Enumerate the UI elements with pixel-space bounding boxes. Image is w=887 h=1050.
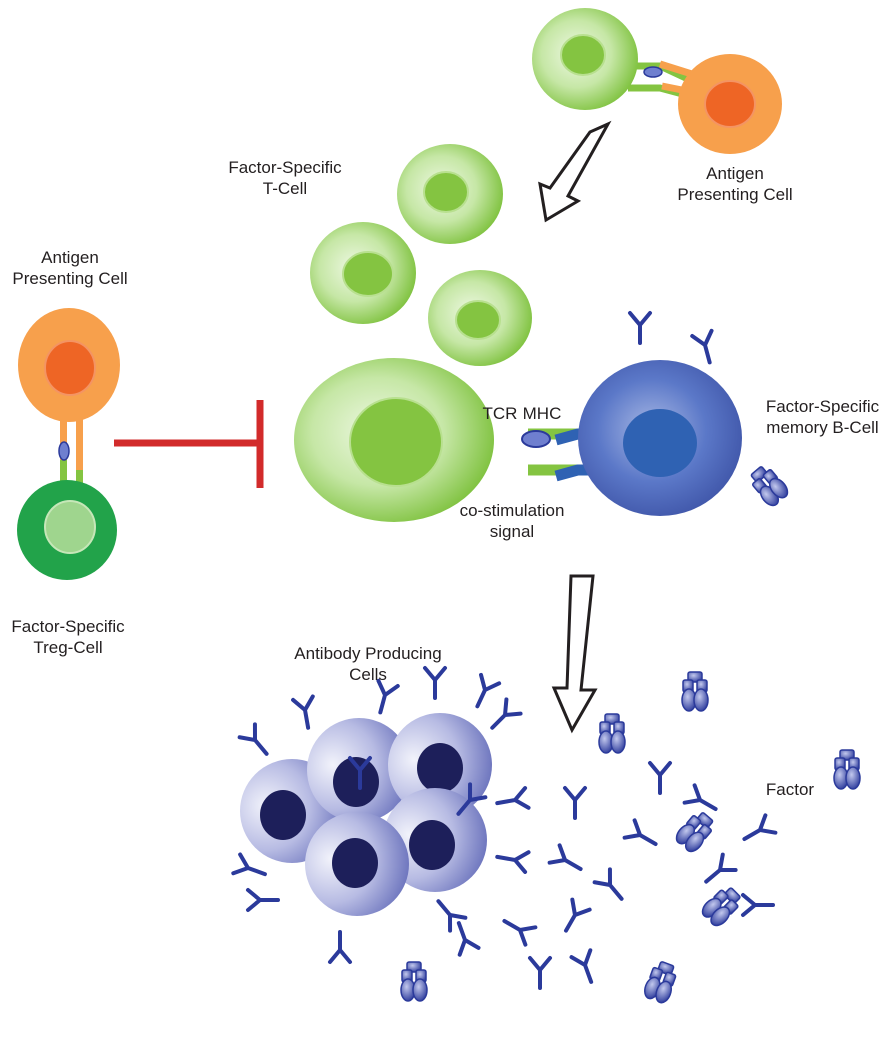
antibody-y-27 bbox=[704, 852, 738, 884]
label-apc-top: Antigen Presenting Cell bbox=[660, 163, 810, 205]
antibody-y-6 bbox=[376, 678, 400, 715]
antibody-y-13 bbox=[246, 888, 280, 912]
label-tcell-line2: T-Cell bbox=[262, 179, 308, 198]
antibody-y-23 bbox=[528, 956, 552, 990]
label-bcell-line2: memory B-Cell bbox=[766, 418, 879, 437]
antibody-y-1 bbox=[628, 311, 652, 345]
label-tcell-line1: Factor-Specific bbox=[228, 158, 342, 177]
label-apc-top-line1: Antigen bbox=[706, 164, 764, 183]
antibody-y-8 bbox=[475, 672, 502, 709]
antibody-y-20 bbox=[547, 843, 583, 871]
antibody-y-15 bbox=[436, 899, 468, 933]
antibody-y-14 bbox=[328, 930, 352, 964]
factor-molecule-4 bbox=[833, 749, 861, 790]
top-apc-nucleus bbox=[704, 80, 756, 128]
antibody-y-7 bbox=[423, 666, 447, 700]
label-tcell: Factor-Specific T-Cell bbox=[215, 157, 355, 199]
antibody-y-16 bbox=[456, 921, 481, 957]
antibody-y-19 bbox=[563, 786, 587, 820]
treg-nucleus bbox=[44, 500, 96, 554]
left-apc-nucleus bbox=[44, 340, 96, 396]
left-synapse bbox=[17, 308, 120, 580]
producing-cell-2-nucleus bbox=[333, 757, 379, 807]
label-antibody-cells-line2: Cells bbox=[349, 665, 387, 684]
label-apc-left: Antigen Presenting Cell bbox=[0, 247, 145, 289]
top-synapse bbox=[532, 8, 782, 154]
antibody-y-5 bbox=[291, 694, 315, 730]
label-treg: Factor-Specific Treg-Cell bbox=[0, 616, 138, 658]
label-costim-line2: signal bbox=[489, 522, 535, 541]
antibody-y-26 bbox=[682, 783, 718, 811]
central-t-cell-nucleus bbox=[349, 397, 443, 487]
label-costim: co-stimulation signal bbox=[442, 500, 582, 542]
antibody-y-12 bbox=[231, 852, 267, 877]
antibody-y-21 bbox=[592, 867, 624, 901]
factor-molecule-8 bbox=[400, 961, 428, 1002]
label-treg-line1: Factor-Specific bbox=[11, 617, 125, 636]
label-mhc: MHC bbox=[522, 404, 562, 423]
factor-layer bbox=[400, 466, 861, 1004]
t-cell-cluster bbox=[310, 144, 532, 366]
left-receptor-green-1 bbox=[60, 460, 67, 500]
label-treg-line2: Treg-Cell bbox=[33, 638, 103, 657]
label-apc-left-line2: Presenting Cell bbox=[12, 269, 128, 288]
t-cell-3-nucleus bbox=[455, 300, 501, 340]
label-apc-left-line1: Antigen bbox=[41, 248, 99, 267]
factor-molecule-5 bbox=[675, 812, 714, 853]
label-costim-line1: co-stimulation bbox=[459, 501, 565, 520]
antibody-y-18 bbox=[502, 919, 538, 947]
producing-cell-5-nucleus bbox=[332, 838, 378, 888]
t-cell-2-nucleus bbox=[342, 251, 394, 297]
central-synapse bbox=[294, 358, 742, 522]
label-factor: Factor bbox=[765, 780, 815, 799]
arrow-down-1 bbox=[538, 120, 612, 223]
antibody-y-3 bbox=[348, 756, 372, 790]
label-bcell-line1: Factor-Specific bbox=[765, 397, 880, 416]
antibody-producing-cluster bbox=[240, 713, 492, 916]
antibody-y-4 bbox=[237, 722, 269, 756]
label-apc-top-line2: Presenting Cell bbox=[677, 185, 793, 204]
factor-molecule-6 bbox=[701, 887, 741, 927]
factor-molecule-1 bbox=[750, 466, 789, 507]
left-antigen bbox=[58, 441, 70, 461]
top-t-cell-nucleus bbox=[560, 34, 606, 76]
central-antigen bbox=[521, 430, 551, 448]
antibody-y-9 bbox=[490, 697, 523, 730]
factor-molecule-3 bbox=[598, 713, 626, 754]
antibody-y-28 bbox=[742, 813, 778, 841]
antibody-y-10 bbox=[495, 786, 531, 810]
inhibition-symbol bbox=[114, 400, 264, 488]
antibody-y-22 bbox=[564, 897, 592, 933]
factor-molecule-7 bbox=[644, 961, 677, 1004]
label-tcr: TCR bbox=[482, 404, 518, 423]
antibody-y-17 bbox=[495, 850, 531, 874]
producing-cell-3-nucleus bbox=[417, 743, 463, 793]
label-memory-bcell: Factor-Specific memory B-Cell bbox=[760, 396, 885, 438]
producing-cell-4-nucleus bbox=[409, 820, 455, 870]
antibody-y-11 bbox=[456, 782, 488, 816]
antibody-y-29 bbox=[622, 818, 658, 846]
memory-b-cell-nucleus bbox=[623, 409, 697, 477]
arrow-down-2 bbox=[551, 574, 598, 734]
antibody-y-30 bbox=[741, 893, 775, 917]
antibody-y-2 bbox=[690, 328, 714, 365]
label-antibody-cells: Antibody Producing Cells bbox=[278, 643, 458, 685]
producing-cell-1-nucleus bbox=[260, 790, 306, 840]
antibody-y-25 bbox=[648, 761, 672, 795]
label-antibody-cells-line1: Antibody Producing bbox=[294, 644, 442, 663]
left-receptor-orange-2 bbox=[76, 412, 83, 492]
antibody-y-24 bbox=[569, 948, 594, 984]
factor-molecule-2 bbox=[681, 671, 709, 712]
t-cell-1-nucleus bbox=[423, 171, 469, 213]
antibody-layer bbox=[231, 311, 778, 990]
top-antigen bbox=[643, 66, 663, 78]
